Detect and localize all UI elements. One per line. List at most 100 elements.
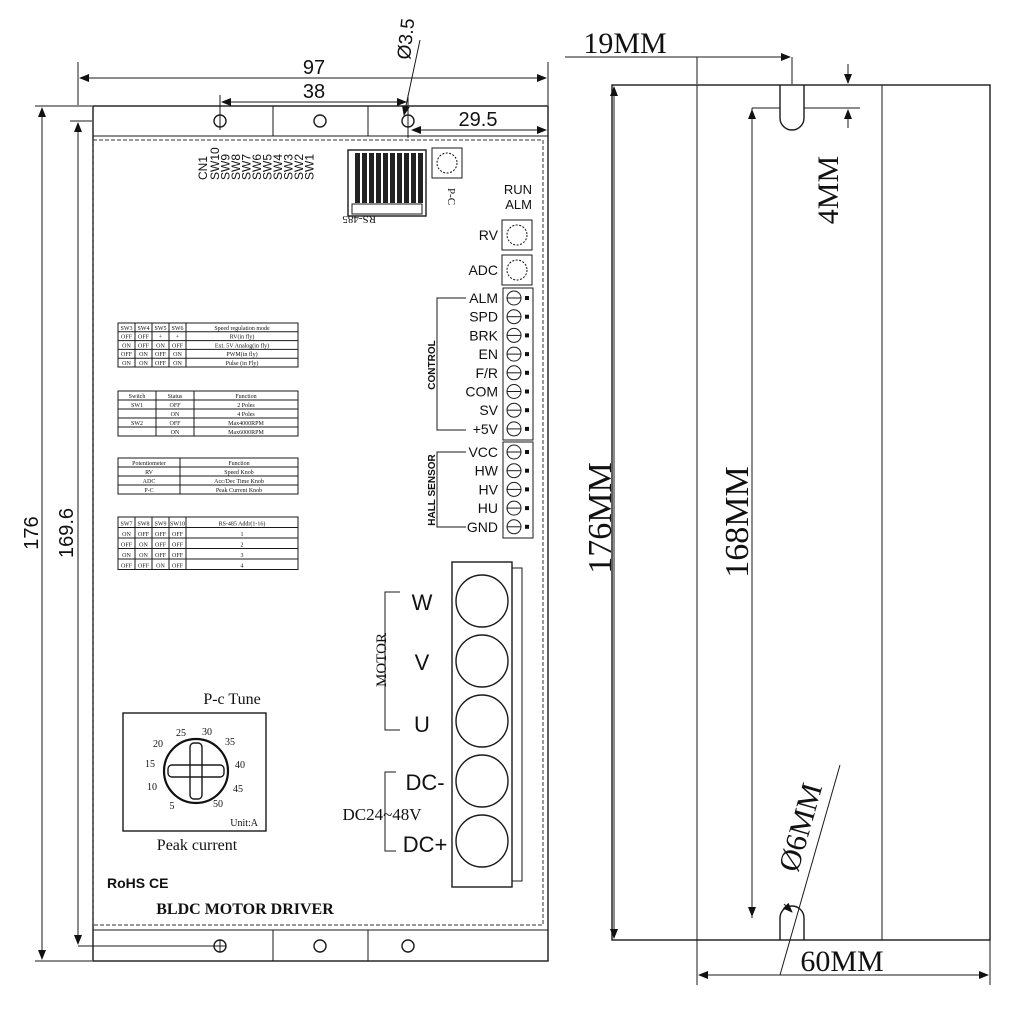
- table-header-cell: SW4: [138, 326, 150, 332]
- side-dim-hole: Ø6MM: [773, 780, 830, 876]
- dim-height-total: 176: [21, 516, 43, 549]
- motor-w-label: W: [412, 590, 433, 615]
- switch-label: SW7: [240, 154, 254, 180]
- power-dcplus-label: DC+: [403, 832, 448, 857]
- table-header-cell: SW3: [121, 326, 133, 332]
- table-frame: [117, 390, 299, 437]
- pc-label: P-C: [445, 188, 457, 205]
- top-slot: [779, 85, 805, 131]
- rv-pot: RV: [479, 219, 533, 251]
- dip-switch-lever: [390, 153, 395, 203]
- dip-switch-lever: [404, 153, 409, 203]
- table-cell: SW2: [131, 421, 143, 427]
- terminal-v-screw-icon: [455, 634, 509, 688]
- terminal-pin-icon: [525, 487, 529, 492]
- side-dim-height-inner: 168MM: [719, 466, 756, 577]
- adc-pot-icon: [506, 259, 528, 281]
- table-cell: Acc/Dec Time Knob: [214, 479, 264, 485]
- dial-scale-label: 45: [233, 784, 243, 795]
- terminal-pin-icon: [525, 506, 529, 511]
- terminal-label: ALM: [469, 290, 498, 306]
- led-run-label: RUN: [504, 182, 532, 197]
- table-frame: [117, 322, 299, 368]
- table-cell: ON: [122, 361, 131, 367]
- table-cell: OFF: [172, 343, 184, 349]
- terminal-label: COM: [465, 384, 498, 400]
- terminal-pin-icon: [525, 370, 529, 375]
- table-cell: +: [159, 335, 163, 341]
- terminal-pin-icon: [525, 352, 529, 357]
- side-dim-height-total: 176MM: [582, 462, 619, 573]
- motor-u-label: U: [414, 712, 430, 737]
- table-cell: RV(in fly): [230, 334, 255, 341]
- table-cell: ON: [173, 361, 182, 367]
- rv-pot-icon: [506, 224, 528, 246]
- motor-v-label: V: [415, 650, 430, 675]
- table-cell: OFF: [172, 543, 184, 549]
- terminal-label: HU: [478, 500, 498, 516]
- dip-switch-lever: [397, 153, 402, 203]
- table-header-cell: SW9: [155, 522, 167, 528]
- side-dim-width: 60MM: [800, 945, 883, 978]
- table-cell: ADC: [143, 479, 156, 485]
- terminal-label: F/R: [475, 365, 498, 381]
- side-view: 19MM 4MM 176MM 168MM Ø6MM 60MM: [565, 27, 991, 985]
- table-cell: 1: [241, 532, 244, 538]
- table-header-cell: SW8: [138, 522, 150, 528]
- table-cell: 4 Poles: [237, 412, 255, 418]
- dip-switch-block: [347, 149, 427, 217]
- tune-unit: Unit:A: [230, 818, 259, 829]
- compliance-marks: RoHS CE: [107, 875, 168, 891]
- mount-hole-icon: [313, 114, 327, 128]
- table-cell: OFF: [121, 352, 133, 358]
- table-cell: ON: [139, 543, 148, 549]
- switch-label: SW3: [282, 154, 296, 180]
- tune-caption: Peak current: [157, 837, 238, 854]
- dial-scale-label: 50: [213, 799, 223, 810]
- table-cell: ON: [122, 343, 131, 349]
- terminal-label: VCC: [468, 444, 498, 460]
- dial-icon: [162, 737, 230, 805]
- table-cell: SW1: [131, 403, 143, 409]
- terminal-label: SPD: [469, 309, 498, 325]
- dial-scale-label: 30: [202, 727, 212, 738]
- bottom-slot: [779, 905, 805, 940]
- table-cell: ON: [171, 430, 180, 436]
- switch-label: SW6: [250, 154, 264, 180]
- terminal-pin-icon: [525, 314, 529, 319]
- table-cell: Ext. 5V Analog(in fly): [215, 342, 269, 349]
- dim-width-total: 97: [303, 57, 325, 79]
- dial-scale-label: 40: [235, 760, 245, 771]
- terminal-pin-icon: [525, 524, 529, 529]
- rs485-label: RS-485: [342, 213, 376, 225]
- table-cell: RV: [145, 470, 154, 476]
- table-cell: ON: [173, 352, 182, 358]
- table-header-cell: Function: [235, 394, 256, 400]
- table-cell: 3: [241, 553, 244, 559]
- power-terminal-block: MOTOR W V U DC- DC+ DC24~48V: [342, 561, 523, 888]
- table-cell: +: [176, 335, 180, 341]
- table-cell: OFF: [155, 352, 167, 358]
- table-frame: [117, 516, 299, 570]
- dim-height-inner: 169.6: [56, 508, 78, 558]
- terminal-label: HW: [475, 463, 499, 479]
- rv-label: RV: [479, 227, 499, 243]
- terminal-dcminus-screw-icon: [455, 754, 509, 808]
- terminal-dcplus-screw-icon: [455, 814, 509, 868]
- table-cell: Peak Current Knob: [216, 488, 262, 494]
- switch-label: SW8: [229, 154, 243, 180]
- front-view: 97 38 Ø3.5 29.5 176 169.6 CN1 SW10SW9SW8…: [21, 17, 549, 962]
- dial-scale-label: 35: [225, 737, 235, 748]
- dial-scale-label: 5: [170, 801, 175, 812]
- terminal-u-screw-icon: [455, 694, 509, 748]
- switch-label: SW9: [219, 154, 233, 180]
- terminal-label: BRK: [469, 327, 498, 343]
- table-cell: OFF: [172, 564, 184, 570]
- table-cell: Pulse (in Fly): [226, 360, 259, 367]
- table-cell: P-C: [144, 488, 153, 494]
- table-cell: OFF: [172, 553, 184, 559]
- table-cell: OFF: [155, 532, 167, 538]
- table-cell: OFF: [155, 543, 167, 549]
